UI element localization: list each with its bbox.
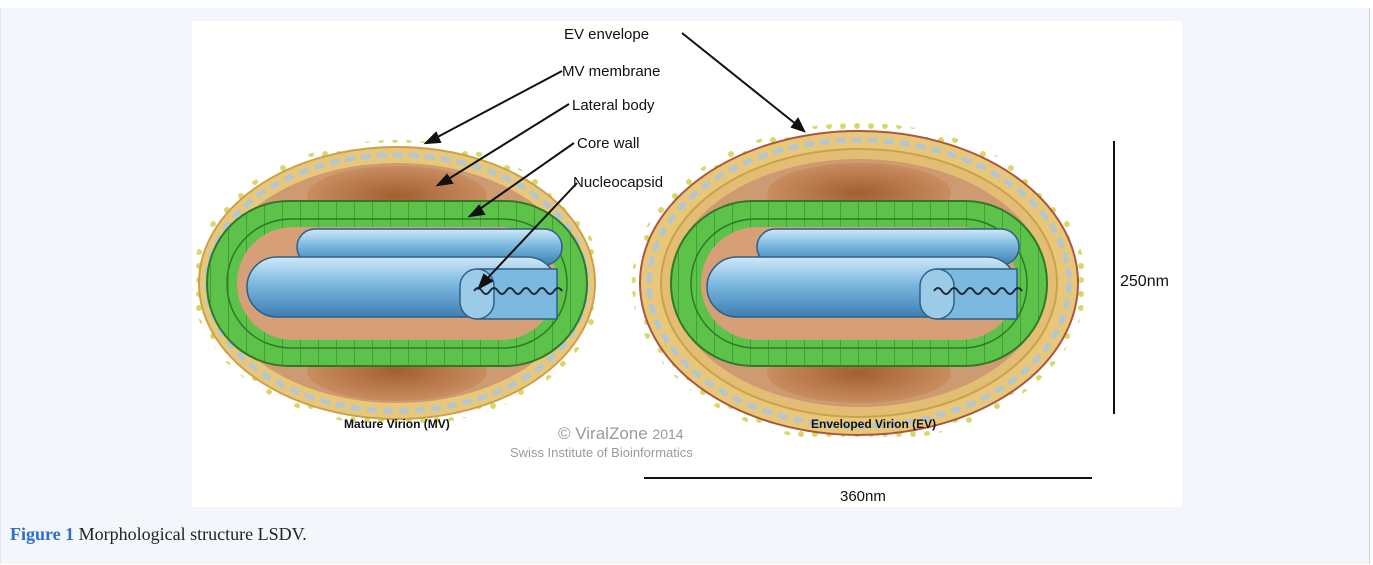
figure-caption-text: Morphological structure LSDV. xyxy=(79,524,307,544)
title-mature-virion: Mature Virion (MV) xyxy=(344,417,450,431)
scale-height-label: 250nm xyxy=(1120,273,1169,290)
arrow-mv-membrane xyxy=(430,71,562,141)
label-nucleocapsid: Nucleocapsid xyxy=(573,174,663,191)
copyright-line1: © ViralZone 2014 xyxy=(558,424,684,443)
label-ev-envelope: EV envelope xyxy=(564,26,649,43)
mature-virion xyxy=(192,140,602,426)
arrow-ev-envelope-to-ev xyxy=(682,33,802,129)
title-enveloped-virion: Enveloped Virion (EV) xyxy=(811,417,936,431)
copyright-line2: Swiss Institute of Bioinformatics xyxy=(510,445,693,460)
figure-image: EV envelope MV membrane Lateral body Cor… xyxy=(192,21,1182,507)
label-core-wall: Core wall xyxy=(577,135,640,152)
label-lateral-body: Lateral body xyxy=(572,97,655,114)
virion-diagram: EV envelope MV membrane Lateral body Cor… xyxy=(192,21,1182,507)
enveloped-virion xyxy=(632,123,1086,443)
scale-width-label: 360nm xyxy=(840,488,886,505)
label-mv-membrane: MV membrane xyxy=(562,63,660,80)
figure-caption: Figure 1 Morphological structure LSDV. xyxy=(10,524,307,545)
figure-caption-label[interactable]: Figure 1 xyxy=(10,524,74,544)
